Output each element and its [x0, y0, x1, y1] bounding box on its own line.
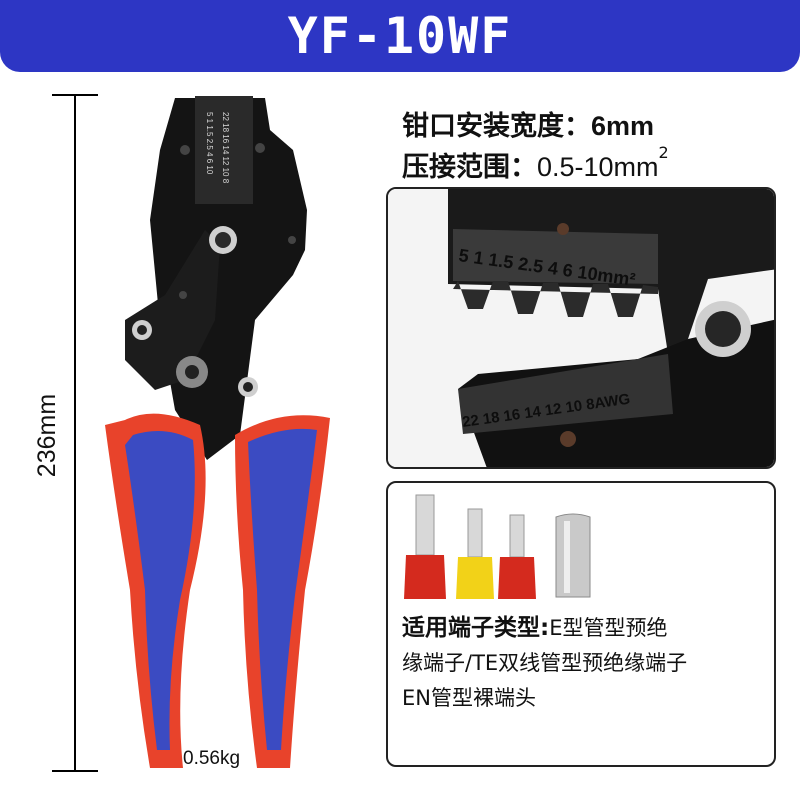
tool-moving-arm [125, 230, 220, 390]
product-model-title: YF-10WF [287, 7, 513, 65]
red-small-ferrule [498, 557, 536, 599]
terminal-types-lead: 适用端子类型: [402, 615, 550, 641]
crimp-range-superscript: 2 [658, 143, 669, 162]
svg-text:22 18 16 14 12 10 8: 22 18 16 14 12 10 8 [221, 112, 230, 184]
ferrule-samples-image [404, 494, 591, 599]
crimp-range-spec: 压接范围：0.5-10mm2 [402, 143, 669, 184]
crimp-range-label: 压接范围： [402, 152, 537, 183]
svg-text:5 1 1.5 2.5 4 6 10: 5 1 1.5 2.5 4 6 10 [205, 112, 214, 175]
jaw-width-spec: 钳口安装宽度：6mm [402, 104, 654, 143]
jaw-width-value: 6mm [591, 111, 655, 141]
jaw-width-label: 钳口安装宽度： [402, 111, 591, 142]
yellow-ferrule [456, 557, 494, 599]
terminal-types-line-3: EN管型裸端头 [402, 686, 536, 710]
terminal-types-line-2: 缘端子/TE双线管型预绝缘端子 [402, 651, 688, 675]
length-label-wrap: 236mm [18, 375, 78, 495]
bare-ferrule [555, 513, 591, 598]
terminal-types-panel: 适用端子类型:E型管型预绝 缘端子/TE双线管型预绝缘端子 EN管型裸端头 [386, 481, 776, 767]
upper-die-teeth [453, 281, 658, 317]
right-handle-grip [248, 428, 317, 750]
jaw-closeup-image: 5 1 1.5 2.5 4 6 10mm² 22 18 16 14 12 10 … [388, 189, 774, 467]
terminal-types-line-1-rest: E型管型预绝 [549, 616, 668, 640]
crimp-range-value: 0.5-10mm [537, 152, 659, 182]
jaw-closeup-panel: 5 1 1.5 2.5 4 6 10mm² 22 18 16 14 12 10 … [386, 187, 776, 469]
title-bar: YF-10WF [0, 0, 800, 72]
terminal-types-line-1: 适用端子类型:E型管型预绝 [402, 611, 772, 646]
weight-label: 0.56kg [183, 748, 241, 769]
dimension-tick-bottom [52, 770, 98, 772]
terminal-types-description: 适用端子类型:E型管型预绝 缘端子/TE双线管型预绝缘端子 EN管型裸端头 [402, 611, 772, 716]
red-ferrule [404, 555, 446, 599]
crimping-tool-image: 5 1 1.5 2.5 4 6 10 22 18 16 14 12 10 8 [105, 96, 330, 768]
dimension-line [74, 95, 76, 772]
length-label: 236mm [33, 393, 62, 477]
die-area [195, 96, 253, 204]
left-handle-grip [125, 431, 195, 750]
